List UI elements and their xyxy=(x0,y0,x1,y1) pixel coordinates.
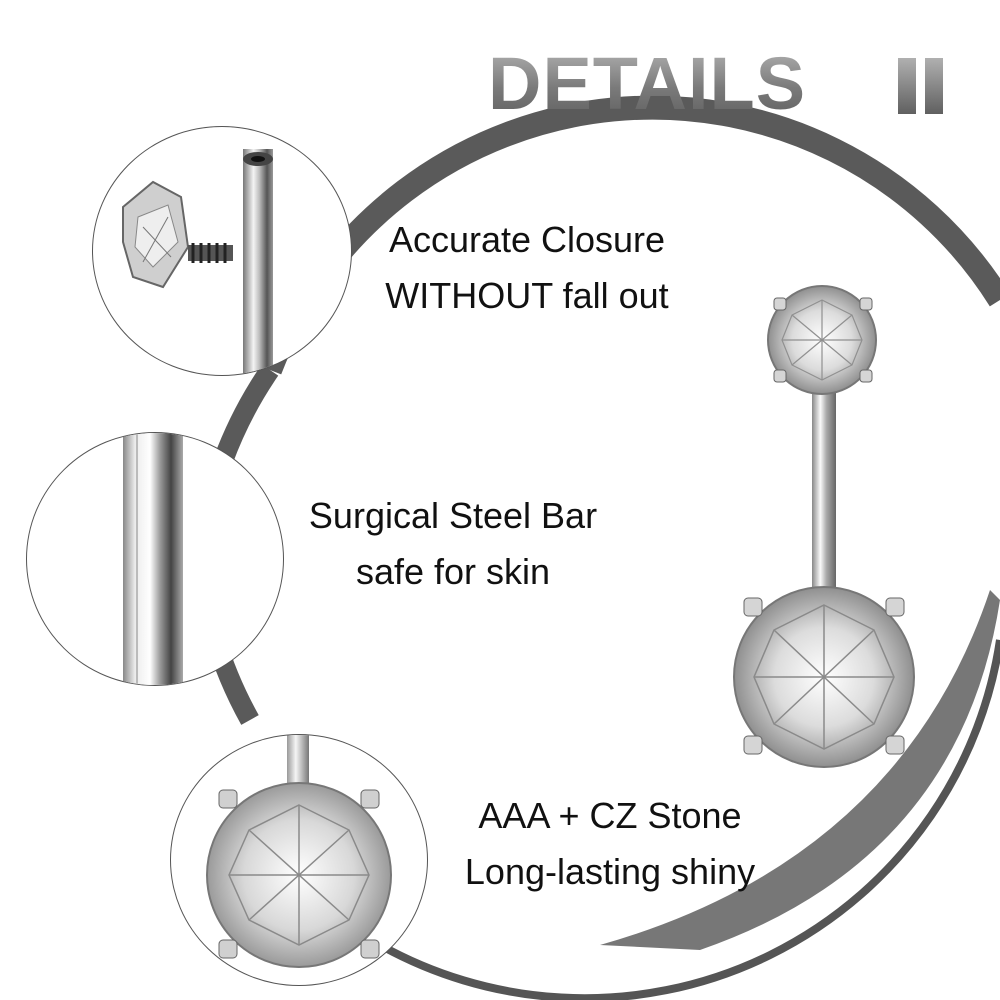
page-title: DETAILS xyxy=(488,42,807,125)
feature-caption-cz-stone: AAA + CZ Stone Long-lasting shiny xyxy=(420,788,800,900)
feature-line: Accurate Closure xyxy=(388,219,666,260)
feature-caption-steel-bar: Surgical Steel Bar safe for skin xyxy=(270,488,636,600)
feature-line: WITHOUT fall out xyxy=(385,275,669,316)
feature-line: Long-lasting shiny xyxy=(464,851,756,892)
feature-line: Surgical Steel Bar xyxy=(308,495,598,536)
screw-closure-detail xyxy=(92,126,352,376)
feature-line: safe for skin xyxy=(355,551,551,592)
double-bar-icon xyxy=(898,58,946,114)
steel-bar-detail xyxy=(26,432,284,686)
feature-line: AAA + CZ Stone xyxy=(478,795,742,836)
cz-stone-detail xyxy=(170,734,428,986)
feature-caption-closure: Accurate Closure WITHOUT fall out xyxy=(344,212,710,324)
bottom-right-swoosh xyxy=(600,590,1000,950)
bottom-thin-arc xyxy=(378,639,1000,1000)
belly-ring-product xyxy=(733,285,915,768)
